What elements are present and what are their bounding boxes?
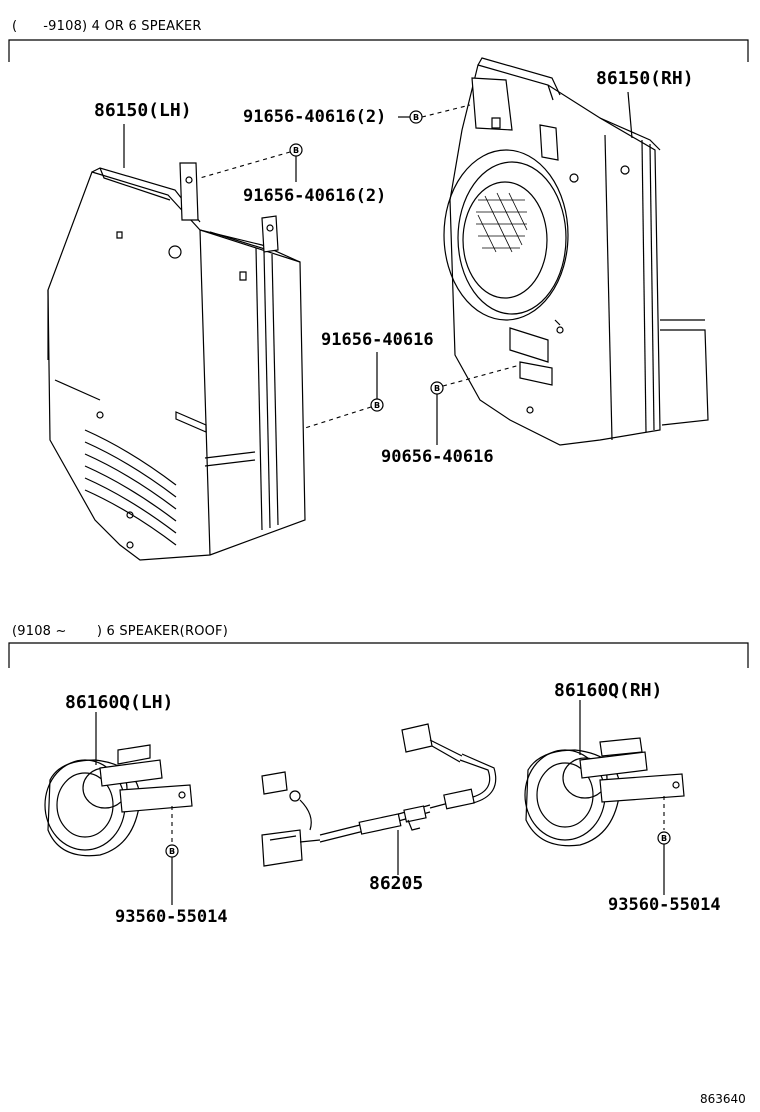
section-title-4-or-6-speaker: ( -9108) 4 OR 6 SPEAKER (12, 19, 202, 34)
part-label-86150-lh: 86150(LH) (94, 100, 192, 121)
bolt-marker-letter: B (434, 384, 440, 393)
lh-vent-grille (85, 430, 176, 545)
part-label-93560-55014-rh: 93560-55014 (608, 895, 721, 915)
bolt-marker-letter: B (169, 847, 175, 856)
rh-box-speaker-drawing (444, 58, 708, 445)
bolt-marker-letter: B (661, 834, 667, 843)
figure-id: 863640 (700, 1092, 746, 1106)
wire-harness-drawing (262, 724, 496, 875)
section-1-bracket (9, 40, 748, 62)
roof-speaker-lh-drawing (45, 712, 192, 905)
bolt-marker-letter: B (413, 113, 419, 122)
bolt-marker-letter: B (374, 401, 380, 410)
part-label-91656-40616: 91656-40616 (321, 330, 434, 350)
part-label-86150-rh: 86150(RH) (596, 68, 694, 89)
rh-speaker-mesh (476, 193, 527, 252)
roof-speaker-rh-drawing (525, 700, 684, 895)
part-label-86205: 86205 (369, 873, 424, 894)
lh-box-speaker-drawing (48, 163, 305, 560)
bolt-marker-letter: B (293, 146, 299, 155)
section-2-bracket (9, 643, 748, 668)
part-label-90656-40616: 90656-40616 (381, 447, 494, 467)
part-label-91656-40616-2-upper: 91656-40616(2) (243, 107, 387, 127)
part-label-91656-40616-2-lower: 91656-40616(2) (243, 186, 387, 206)
section-title-6-speaker-roof: (9108 ~ ) 6 SPEAKER(ROOF) (12, 624, 229, 639)
bolt-markers-top (124, 92, 632, 445)
part-label-93560-55014-lh: 93560-55014 (115, 907, 228, 927)
part-label-86160q-lh: 86160Q(LH) (65, 692, 174, 713)
part-label-86160q-rh: 86160Q(RH) (554, 680, 663, 701)
